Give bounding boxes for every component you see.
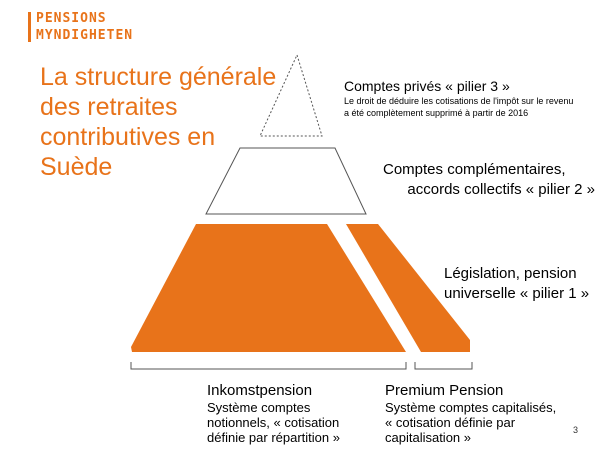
logo-line-1: PENSIONS <box>36 11 107 26</box>
inkomstpension-description: Inkomstpension Système comptes notionnel… <box>207 382 340 445</box>
logo-accent-bar <box>28 12 31 42</box>
title-line-4: Suède <box>40 153 113 181</box>
page-number: 3 <box>573 425 579 435</box>
logo-wordmark: PENSIONS MYNDIGHETEN <box>36 10 133 44</box>
pillar-3-note-line-2: a été complètement supprimé à partir de … <box>344 108 529 118</box>
inkomstpension-line-3: définie par répartition » <box>207 430 340 445</box>
inkomstpension-bracket <box>130 362 407 370</box>
premium-pension-title: Premium Pension <box>385 382 504 399</box>
inkomstpension-line-2: notionnels, « cotisation <box>207 415 340 430</box>
premium-pension-line-3: capitalisation » <box>385 430 471 445</box>
premium-pension-bracket <box>414 362 473 370</box>
title-line-1: La structure générale <box>40 63 277 91</box>
pillar-1-premium-pension-block <box>346 224 470 352</box>
pillar-3-triangle <box>259 53 323 137</box>
pillar-2-label: Comptes complémentaires, accords collect… <box>383 160 595 200</box>
pillar-2-line-2: accords collectifs « pilier 2 » <box>407 181 595 198</box>
premium-pension-description: Premium Pension Système comptes capitali… <box>385 382 556 445</box>
premium-pension-line-2: « cotisation définie par <box>385 415 516 430</box>
logo-line-2: MYNDIGHETEN <box>36 28 134 43</box>
premium-pension-line-1: Système comptes capitalisés, <box>385 400 557 415</box>
pillar-1-line-2: universelle « pilier 1 » <box>444 285 590 302</box>
pillar-2-trapezoid <box>205 147 367 215</box>
pillar-1-label: Législation, pension universelle « pilie… <box>444 264 590 304</box>
pillar-3-note-line-1: Le droit de déduire les cotisations de l… <box>344 96 574 106</box>
pillar-3-label: Comptes privés « pilier 3 » Le droit de … <box>344 78 573 119</box>
pillar-1-inkomstpension-block <box>131 224 406 352</box>
title-line-2: des retraites <box>40 93 178 121</box>
pillar-3-title: Comptes privés « pilier 3 » <box>344 78 510 94</box>
pillar-1-line-1: Législation, pension <box>444 265 577 282</box>
pillar-2-line-1: Comptes complémentaires, <box>383 161 566 178</box>
inkomstpension-title: Inkomstpension <box>207 382 313 399</box>
inkomstpension-line-1: Système comptes <box>207 400 311 415</box>
slide-title: La structure générale des retraites cont… <box>40 62 280 182</box>
title-line-3: contributives en <box>40 123 216 151</box>
